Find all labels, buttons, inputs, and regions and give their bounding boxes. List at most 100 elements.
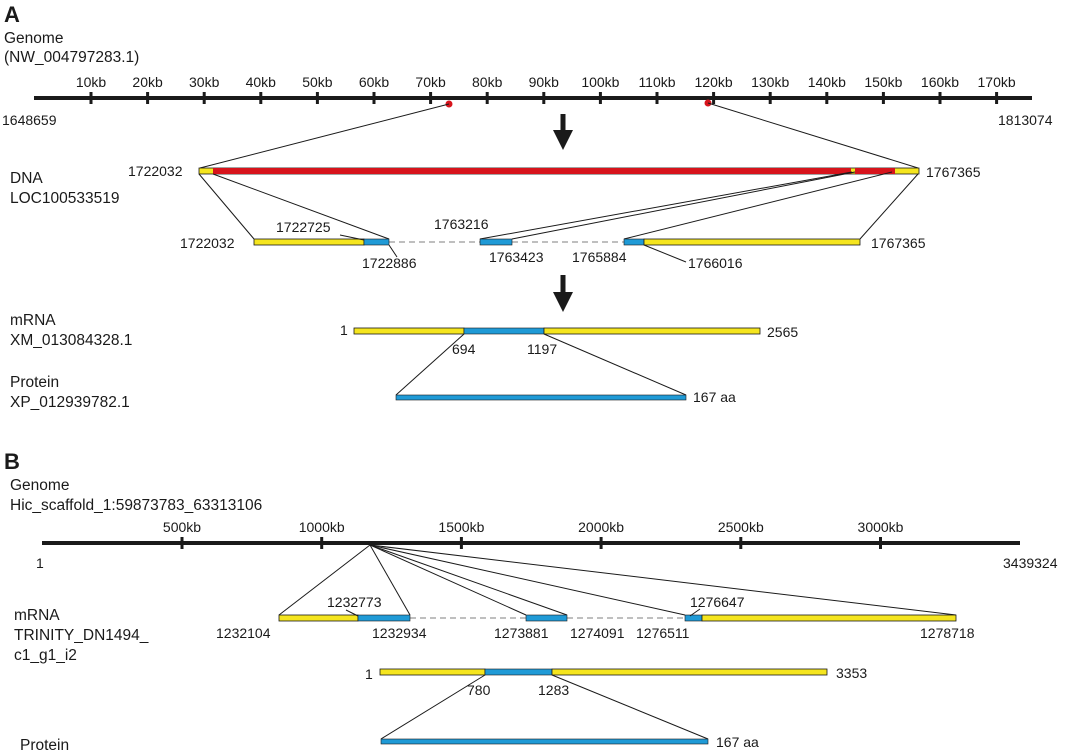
panel-b-exon3-b: 1276647 <box>690 594 745 610</box>
panel-a-dna-start: 1722032 <box>128 163 183 179</box>
panel-b-tick-label-1: 500kb <box>163 519 201 535</box>
panel-a-mrna-cds-start: 694 <box>452 341 476 357</box>
panel-a-protein-id: XP_012939782.1 <box>10 394 130 411</box>
panel-b-genome-start: 1 <box>36 555 44 571</box>
panel-b-fan-5 <box>369 544 686 616</box>
panel-b-mrna-label: mRNA <box>14 607 60 624</box>
panel-b-tick-label-6: 3000kb <box>858 519 904 535</box>
panel-a-tick-label-2: 20kb <box>132 74 163 90</box>
panel-b-exon1-utr <box>278 614 359 622</box>
panel-a-exon3-cds <box>623 238 645 246</box>
panel-b-exon-end: 1278718 <box>920 625 975 641</box>
panel-a-exon1-utr <box>253 238 365 246</box>
panel-b-fan-2 <box>369 544 411 616</box>
panel-a-exon1-cds <box>363 238 390 246</box>
panel-a-leader-3 <box>643 244 687 263</box>
panel-b-genome-end: 3439324 <box>1003 555 1058 571</box>
panel-a-tick-label-5: 50kb <box>302 74 333 90</box>
panel-a-exon1-b: 1722886 <box>362 255 417 271</box>
panel-b-tx-cds-start: 780 <box>467 682 491 698</box>
panel-b-tick-group: 500kb 1000kb 1500kb 2000kb 2500kb 3000kb <box>163 519 904 549</box>
panel-a-tick-label-12: 120kb <box>695 74 733 90</box>
panel-a-conn-2 <box>212 173 390 240</box>
panel-b-tx-start: 1 <box>365 666 373 682</box>
panel-b-tx-utr5 <box>379 668 486 676</box>
panel-b-tick-label-2: 1000kb <box>299 519 345 535</box>
panel-a-dna-label: DNA <box>10 170 43 187</box>
panel-a-dna-end: 1767365 <box>926 164 981 180</box>
panel-a-gene-region-1 <box>213 168 851 174</box>
panel-a-protein-conn-left <box>395 333 465 396</box>
panel-b-tx-end: 3353 <box>836 665 867 681</box>
panel-b-tick-label-5: 2500kb <box>718 519 764 535</box>
panel-a-tick-label-7: 70kb <box>415 74 446 90</box>
panel-b-letter: B <box>4 449 20 474</box>
panel-a-conn-3 <box>479 171 853 240</box>
panel-b-protein-bar <box>380 738 709 745</box>
panel-a-tick-label-9: 90kb <box>529 74 560 90</box>
panel-b-leader-2 <box>689 608 701 617</box>
panel-a-exon3-utr <box>643 238 861 246</box>
panel-b-exon3-utr <box>701 614 957 622</box>
panel-a-tick-label-10: 100kb <box>581 74 619 90</box>
panel-a-protein-len: 167 aa <box>693 389 736 405</box>
panel-b-exon3-cds <box>684 614 703 622</box>
panel-b-exon2-cds <box>525 614 568 622</box>
panel-b-exon1-a: 1232773 <box>327 594 382 610</box>
panel-a-mrna-label: mRNA <box>10 312 56 329</box>
panel-b-genome-label: Genome <box>10 477 69 494</box>
panel-a-tick-label-3: 30kb <box>189 74 220 90</box>
panel-a-tick-label-17: 170kb <box>978 74 1016 90</box>
panel-a-gene-region-2 <box>855 168 895 174</box>
panel-a-tick-label-8: 80kb <box>472 74 503 90</box>
panel-a-dna-id: LOC100533519 <box>10 190 119 207</box>
panel-a-genome-start: 1648659 <box>2 112 57 128</box>
panel-a-tick-label-14: 140kb <box>808 74 846 90</box>
panel-b-exon2-a: 1273881 <box>494 625 549 641</box>
panel-a-conn-1 <box>198 173 255 240</box>
panel-a-leader-1 <box>339 234 365 241</box>
panel-a-tick-label-15: 150kb <box>864 74 902 90</box>
panel-a-exon1-a: 1722725 <box>276 219 331 235</box>
panel-a-exon2-b: 1763423 <box>489 249 544 265</box>
panel-a-mrna-start: 1 <box>340 322 348 338</box>
panel-a-tick-label-6: 60kb <box>359 74 390 90</box>
panel-a-mrna-utr5 <box>353 327 465 335</box>
panel-b-mrna-id-1: TRINITY_DN1494_ <box>14 627 149 644</box>
panel-b-tick-label-4: 2000kb <box>578 519 624 535</box>
panel-b-protein-conn-left <box>380 674 486 740</box>
panel-b-exon1-b: 1232934 <box>372 625 427 641</box>
panel-a-exon3-b: 1766016 <box>688 255 743 271</box>
panel-b-tx-cds <box>484 668 553 676</box>
panel-a-mrna-utr3 <box>543 327 761 335</box>
panel-b-protein-label: Protein <box>20 737 69 754</box>
panel-a-protein-bar <box>395 394 687 401</box>
panel-b-protein-conn-right <box>551 674 709 740</box>
panel-a-mrna-id: XM_013084328.1 <box>10 332 132 349</box>
panel-b-protein-len: 167 aa <box>716 734 759 750</box>
panel-a-conn-5 <box>623 171 893 240</box>
panel-a-protein-label: Protein <box>10 374 59 391</box>
panel-a-conn-4 <box>511 171 856 240</box>
panel-b-leader-1 <box>345 609 359 617</box>
panel-a-genome-label: Genome <box>4 30 63 47</box>
panel-b-genome-id: Hic_scaffold_1:59873783_63313106 <box>10 497 262 514</box>
panel-b-fan-3 <box>369 544 527 616</box>
panel-b-mrna-id-2: c1_g1_i2 <box>14 647 77 664</box>
panel-b-fan-6 <box>369 544 957 616</box>
panel-b-fan-4 <box>369 544 568 616</box>
panel-b-exon1-cds <box>357 614 411 622</box>
panel-a-tick-label-13: 130kb <box>751 74 789 90</box>
panel-a-tick-label-1: 10kb <box>76 74 107 90</box>
panel-b-tx-cds-end: 1283 <box>538 682 569 698</box>
panel-a-genome-id: (NW_004797283.1) <box>4 49 139 66</box>
panel-a-tick-label-11: 110kb <box>638 74 675 90</box>
panel-b-fan-1 <box>278 544 371 616</box>
panel-a-exon-end: 1767365 <box>871 235 926 251</box>
panel-b-tick-label-3: 1500kb <box>438 519 484 535</box>
panel-a-mrna-cds <box>463 327 545 335</box>
panel-b-exon3-a: 1276511 <box>636 625 690 641</box>
panel-b-tx-utr3 <box>551 668 828 676</box>
